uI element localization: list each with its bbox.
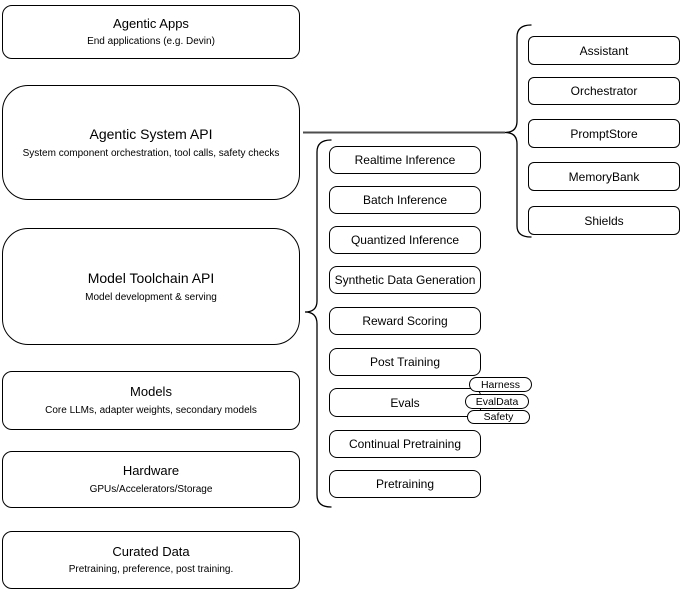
node-label: Reward Scoring [362, 314, 448, 328]
node-shields: Shields [528, 206, 680, 235]
node-assistant: Assistant [528, 36, 680, 65]
node-continual-pretraining: Continual Pretraining [329, 430, 481, 458]
node-orchestrator: Orchestrator [528, 77, 680, 105]
node-model-toolchain-api: Model Toolchain API Model development & … [2, 228, 300, 345]
node-label: Post Training [369, 355, 441, 369]
node-title: Model Toolchain API [87, 270, 215, 287]
node-label: Batch Inference [362, 193, 448, 207]
node-label: Continual Pretraining [348, 437, 462, 451]
node-curated-data: Curated Data Pretraining, preference, po… [2, 531, 300, 589]
node-quantized-inference: Quantized Inference [329, 226, 481, 254]
node-subtitle: End applications (e.g. Devin) [87, 36, 215, 48]
pill-safety: Safety [467, 410, 530, 424]
pill-label: EvalData [475, 395, 519, 408]
node-memorybank: MemoryBank [528, 162, 680, 191]
node-title: Curated Data [112, 543, 190, 559]
node-subtitle: System component orchestration, tool cal… [22, 147, 280, 159]
node-title: Hardware [122, 463, 180, 479]
node-title: Agentic Apps [113, 15, 189, 31]
pill-label: Harness [480, 378, 521, 391]
node-label: Orchestrator [570, 84, 638, 98]
node-title: Models [130, 384, 172, 400]
node-subtitle: Model development & serving [85, 291, 217, 303]
node-label: Quantized Inference [350, 233, 460, 247]
node-label: Synthetic Data Generation [334, 273, 476, 287]
node-subtitle: Pretraining, preference, post training. [68, 564, 234, 576]
node-label: Shields [584, 213, 624, 228]
node-agentic-apps: Agentic Apps End applications (e.g. Devi… [2, 5, 300, 59]
node-label: Assistant [579, 43, 629, 58]
node-batch-inference: Batch Inference [329, 186, 481, 214]
node-hardware: Hardware GPUs/Accelerators/Storage [2, 451, 300, 508]
node-promptstore: PromptStore [528, 119, 680, 148]
node-title: Agentic System API [89, 126, 213, 143]
node-subtitle: Core LLMs, adapter weights, secondary mo… [45, 404, 257, 416]
node-agentic-system-api: Agentic System API System component orch… [2, 85, 300, 200]
node-pretraining: Pretraining [329, 470, 481, 498]
node-evals: Evals [329, 388, 481, 417]
node-label: Pretraining [375, 477, 435, 491]
pill-harness: Harness [469, 377, 532, 392]
pill-label: Safety [483, 411, 514, 423]
node-reward-scoring: Reward Scoring [329, 307, 481, 335]
node-synthetic-data-generation: Synthetic Data Generation [329, 266, 481, 294]
toolchain-brace [304, 139, 332, 508]
node-label: PromptStore [570, 126, 638, 141]
node-realtime-inference: Realtime Inference [329, 146, 481, 174]
node-subtitle: GPUs/Accelerators/Storage [89, 483, 213, 495]
pill-evaldata: EvalData [465, 394, 529, 409]
node-label: Evals [390, 395, 420, 410]
node-post-training: Post Training [329, 348, 481, 376]
node-label: Realtime Inference [354, 153, 456, 167]
node-label: MemoryBank [568, 169, 640, 184]
node-models: Models Core LLMs, adapter weights, secon… [2, 371, 300, 430]
